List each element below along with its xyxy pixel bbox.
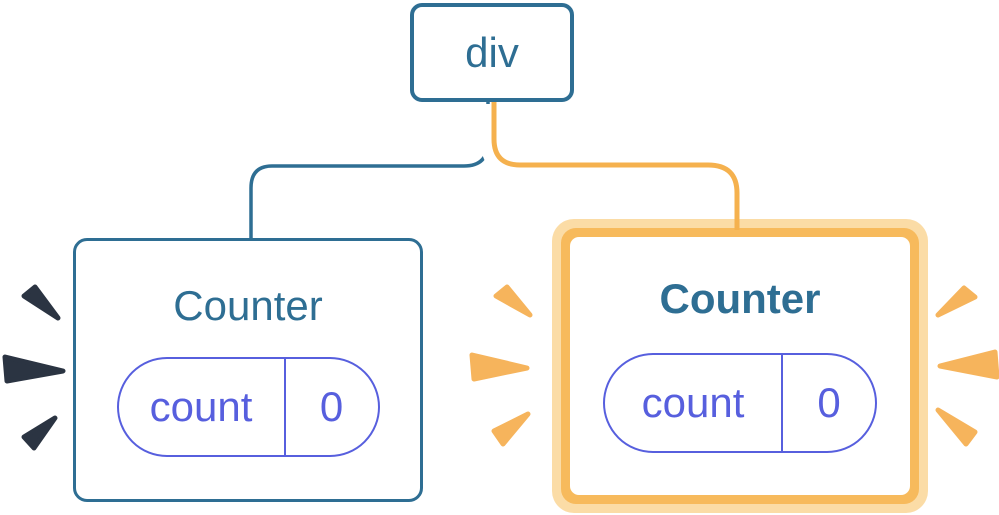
- connector-right-casing: [480, 104, 751, 218]
- pill-key: count: [641, 379, 745, 426]
- spark-icon: [469, 352, 530, 382]
- counter-title: Counter: [173, 282, 323, 329]
- card-interior: Counter count 0: [570, 237, 910, 495]
- burst-left: [2, 284, 66, 451]
- counter-title: Counter: [659, 275, 821, 322]
- spark-icon: [493, 284, 533, 318]
- state-pill: count 0: [603, 353, 877, 453]
- spark-icon: [21, 284, 61, 321]
- connector-left: [249, 102, 490, 240]
- counter-card-left: Counter count 0: [73, 238, 423, 502]
- pill-value: 0: [817, 379, 841, 426]
- burst-middle: [469, 284, 533, 447]
- pill-value: 0: [319, 383, 344, 430]
- spark-icon: [935, 407, 978, 447]
- spark-icon: [21, 415, 58, 451]
- pill-key: count: [149, 383, 253, 430]
- pill-divider: [781, 355, 783, 451]
- spark-icon: [935, 285, 978, 318]
- burst-right: [935, 285, 999, 447]
- counter-card-highlighted: Counter count 0: [552, 219, 928, 513]
- highlight-ring: Counter count 0: [561, 228, 919, 504]
- connector-right: [491, 102, 740, 230]
- root-node: div: [410, 3, 574, 102]
- pill-divider: [283, 359, 286, 455]
- spark-icon: [937, 349, 999, 380]
- spark-icon: [491, 411, 531, 447]
- spark-icon: [2, 354, 66, 384]
- root-node-label: div: [465, 28, 519, 76]
- state-pill: count 0: [116, 357, 380, 457]
